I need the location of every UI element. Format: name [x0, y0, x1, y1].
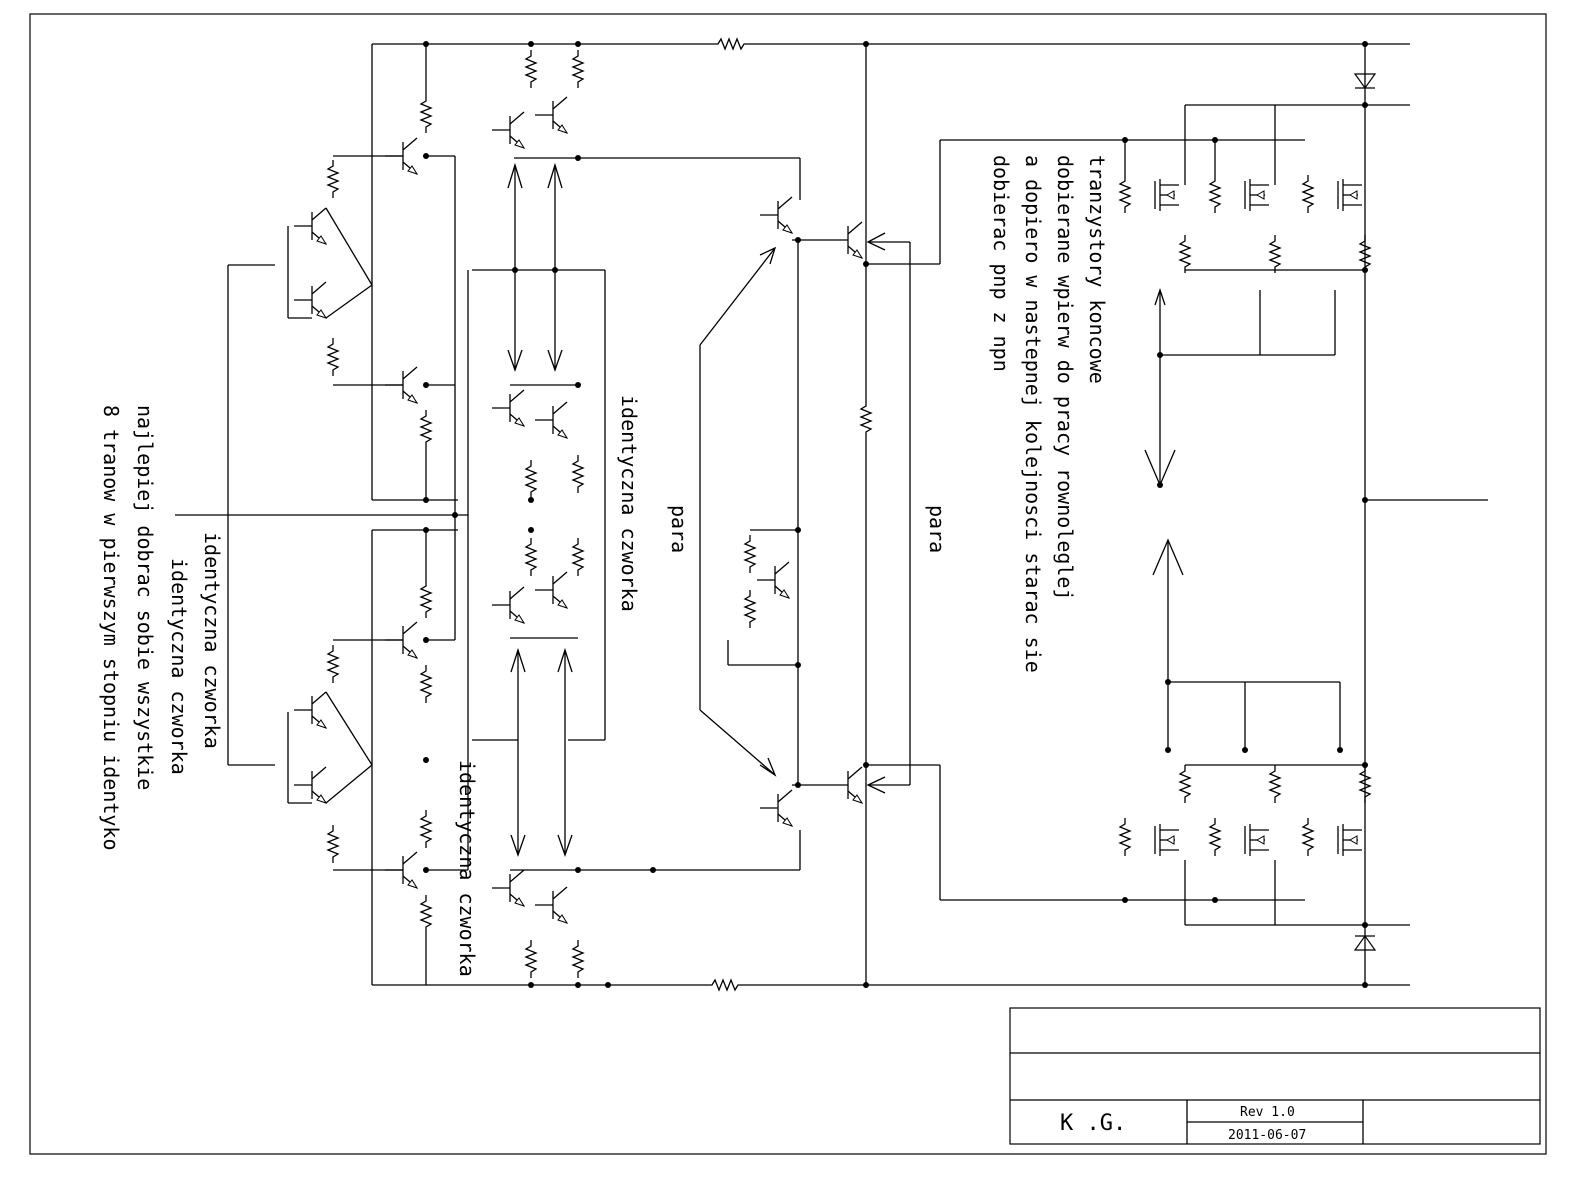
note-output-1: tranzystory koncowe — [1085, 155, 1109, 384]
driver-stage — [699, 196, 911, 827]
note-pair-left: para — [667, 505, 691, 553]
junction-dots — [423, 41, 1368, 988]
revision-label: Rev 1.0 — [1240, 1105, 1295, 1120]
power-rails — [371, 38, 1410, 991]
note-identical-quad-1: identyczna czworka — [200, 532, 224, 749]
note-output-4: dobierac pnp z npn — [989, 155, 1013, 372]
title-block: K .G. Rev 1.0 2011-06-07 — [1009, 1007, 1541, 1145]
note-mid-upper: identyczna czworka — [617, 395, 641, 612]
note-pair-right: para — [925, 505, 949, 553]
note-select-all: najlepiej dobrac sobie wszystkie — [133, 405, 157, 790]
mirror-quads — [472, 49, 801, 979]
input-stage-upper — [227, 44, 456, 765]
note-output-3: a dopiero w nastepnej kolejnosci starac … — [1021, 155, 1045, 673]
input-stage-lower — [175, 270, 469, 985]
left-notes: identyczna czworka identyczna czworka na… — [99, 405, 224, 851]
output-notes: tranzystory koncowe dobierane wpierw do … — [989, 155, 1109, 673]
author-label: K .G. — [1060, 1111, 1126, 1136]
note-eight-transistors: 8 tranow w pierwszym stopniu identyko — [99, 405, 123, 851]
note-identical-quad-2: identyczna czworka — [167, 558, 191, 775]
date-label: 2011-06-07 — [1228, 1128, 1306, 1143]
note-mid-lower: identyczna czworka — [455, 760, 479, 977]
output-stage — [866, 44, 1488, 985]
sheet-border — [29, 13, 1547, 1155]
note-output-2: dobierane wpierw do pracy rownoleglej — [1053, 155, 1077, 601]
